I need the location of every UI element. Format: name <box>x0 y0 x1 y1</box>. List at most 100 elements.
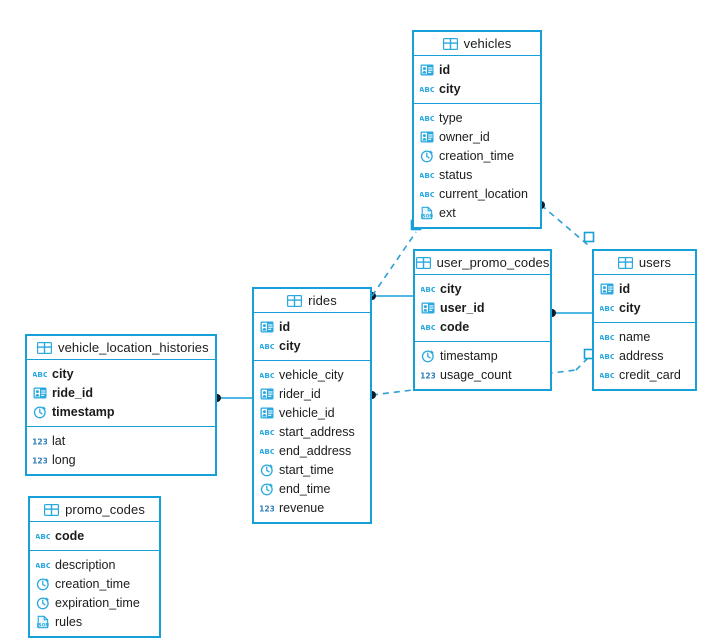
field-row[interactable]: ABC vehicle_city <box>254 365 370 384</box>
field-row[interactable]: ABC code <box>30 526 159 545</box>
field-row[interactable]: 123 long <box>27 450 215 469</box>
id-card-icon <box>260 320 274 334</box>
table-primary-keys: id ABC city <box>254 313 370 360</box>
field-row[interactable]: ABC credit_card <box>594 365 695 384</box>
field-row[interactable]: 123 revenue <box>254 498 370 517</box>
svg-text:ABC: ABC <box>260 447 274 456</box>
id-card-icon <box>260 406 274 420</box>
field-name: vehicle_city <box>279 367 344 382</box>
table-columns: ABC description creation_time expiration… <box>30 550 159 636</box>
field-name: ext <box>439 205 456 220</box>
field-row[interactable]: id <box>414 60 540 79</box>
field-name: name <box>619 329 651 344</box>
table-node-users[interactable]: users id ABC city ABC name ABC address A… <box>592 249 697 391</box>
field-name: start_time <box>279 462 334 477</box>
field-row[interactable]: JSON ext <box>414 203 540 222</box>
field-name: end_time <box>279 481 331 496</box>
field-row[interactable]: ABC city <box>254 336 370 355</box>
field-row[interactable]: ABC city <box>27 364 215 383</box>
field-name: type <box>439 110 463 125</box>
field-row[interactable]: timestamp <box>27 402 215 421</box>
abc-text-icon: ABC <box>600 349 614 363</box>
field-row[interactable]: creation_time <box>30 574 159 593</box>
field-row[interactable]: ABC name <box>594 327 695 346</box>
table-header-vehicle_location_histories[interactable]: vehicle_location_histories <box>27 336 215 360</box>
svg-text:ABC: ABC <box>600 333 614 342</box>
field-name: city <box>440 281 462 296</box>
field-name: city <box>52 366 74 381</box>
svg-text:ABC: ABC <box>260 371 274 380</box>
field-row[interactable]: owner_id <box>414 127 540 146</box>
table-node-user_promo_codes[interactable]: user_promo_codes ABC city user_id ABC co… <box>413 249 552 391</box>
field-row[interactable]: ABC code <box>415 317 550 336</box>
table-node-promo_codes[interactable]: promo_codes ABC code ABC description cre… <box>28 496 161 638</box>
abc-text-icon: ABC <box>420 187 434 201</box>
table-node-rides[interactable]: rides id ABC city ABC vehicle_city rider… <box>252 287 372 524</box>
field-row[interactable]: 123 usage_count <box>415 365 550 384</box>
field-name: city <box>279 338 301 353</box>
field-name: vehicle_id <box>279 405 335 420</box>
field-name: city <box>439 81 461 96</box>
field-row[interactable]: id <box>594 279 695 298</box>
field-row[interactable]: timestamp <box>415 346 550 365</box>
field-name: creation_time <box>439 148 515 163</box>
table-node-vehicles[interactable]: vehicles id ABC city ABC type <box>412 30 542 229</box>
field-name: usage_count <box>440 367 512 382</box>
abc-text-icon: ABC <box>260 444 274 458</box>
field-row[interactable]: ABC start_address <box>254 422 370 441</box>
table-node-vehicle_location_histories[interactable]: vehicle_location_histories ABC city ride… <box>25 334 217 476</box>
field-row[interactable]: user_id <box>415 298 550 317</box>
field-row[interactable]: JSON rules <box>30 612 159 631</box>
field-name: end_address <box>279 443 352 458</box>
field-row[interactable]: ABC city <box>414 79 540 98</box>
field-name: credit_card <box>619 367 681 382</box>
field-row[interactable]: ABC description <box>30 555 159 574</box>
field-row[interactable]: start_time <box>254 460 370 479</box>
field-row[interactable]: 123 lat <box>27 431 215 450</box>
field-name: creation_time <box>55 576 131 591</box>
field-name: user_id <box>440 300 485 315</box>
field-row[interactable]: rider_id <box>254 384 370 403</box>
svg-text:JSON: JSON <box>36 622 49 628</box>
svg-text:123: 123 <box>33 456 47 465</box>
field-row[interactable]: ABC city <box>594 298 695 317</box>
field-row[interactable]: creation_time <box>414 146 540 165</box>
svg-text:JSON: JSON <box>420 213 433 219</box>
field-name: ride_id <box>52 385 93 400</box>
svg-text:ABC: ABC <box>260 342 274 351</box>
table-primary-keys: id ABC city <box>594 275 695 322</box>
field-row[interactable]: ABC city <box>415 279 550 298</box>
abc-text-icon: ABC <box>420 82 434 96</box>
field-row[interactable]: id <box>254 317 370 336</box>
svg-text:ABC: ABC <box>420 114 434 123</box>
abc-text-icon: ABC <box>260 339 274 353</box>
clock-icon <box>260 482 274 496</box>
field-row[interactable]: ABC current_location <box>414 184 540 203</box>
field-row[interactable]: end_time <box>254 479 370 498</box>
field-name: id <box>439 62 451 77</box>
field-row[interactable]: vehicle_id <box>254 403 370 422</box>
table-primary-keys: id ABC city <box>414 56 540 103</box>
svg-text:ABC: ABC <box>260 428 274 437</box>
table-header-users[interactable]: users <box>594 251 695 275</box>
table-header-promo_codes[interactable]: promo_codes <box>30 498 159 522</box>
table-header-rides[interactable]: rides <box>254 289 370 313</box>
field-row[interactable]: expiration_time <box>30 593 159 612</box>
table-columns: timestamp 123 usage_count <box>415 341 550 389</box>
relationship-vehicle_location_histories-rides <box>213 394 252 402</box>
table-header-user_promo_codes[interactable]: user_promo_codes <box>415 251 550 275</box>
table-columns: ABC name ABC address ABC credit_card <box>594 322 695 389</box>
svg-text:ABC: ABC <box>600 352 614 361</box>
json-document-icon: JSON <box>420 206 434 220</box>
field-row[interactable]: ride_id <box>27 383 215 402</box>
field-row[interactable]: ABC type <box>414 108 540 127</box>
field-row[interactable]: ABC end_address <box>254 441 370 460</box>
table-grid-icon <box>37 341 52 354</box>
table-primary-keys: ABC city user_id ABC code <box>415 275 550 341</box>
field-row[interactable]: ABC address <box>594 346 695 365</box>
field-row[interactable]: ABC status <box>414 165 540 184</box>
table-header-vehicles[interactable]: vehicles <box>414 32 540 56</box>
relationship-rides-user_promo_codes <box>368 292 413 300</box>
table-title: user_promo_codes <box>436 255 550 270</box>
